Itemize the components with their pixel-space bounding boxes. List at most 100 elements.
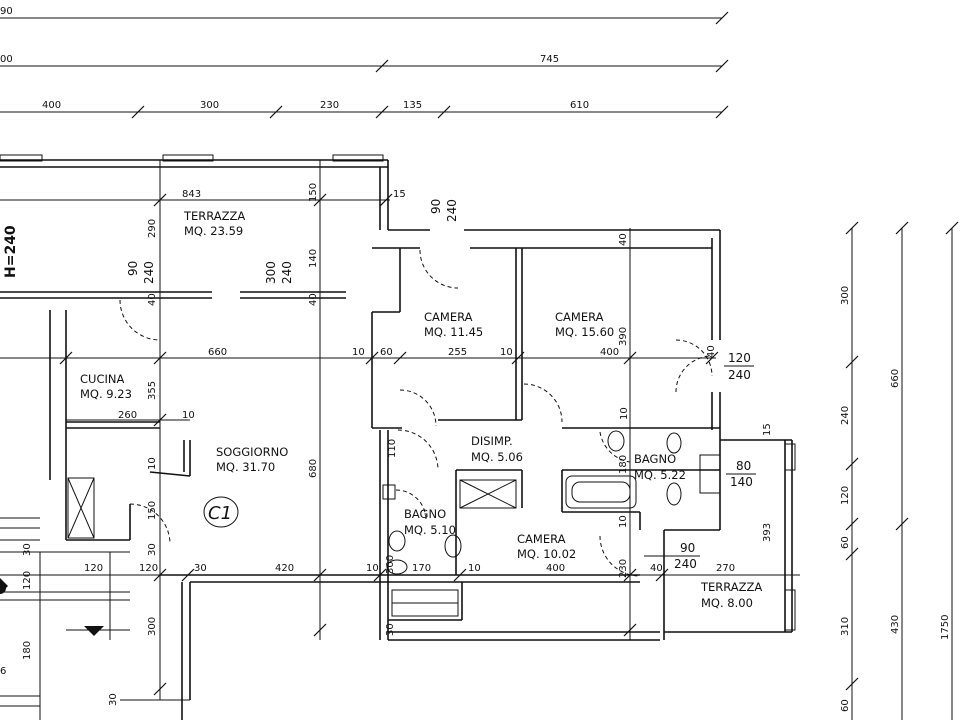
dim-150a: 150 (308, 183, 319, 202)
dim-150b: 150 (147, 501, 158, 520)
dim-10b: 10 (500, 347, 513, 358)
sink-icon (607, 430, 625, 452)
dim-30e: 30 (108, 693, 119, 706)
top-dimension-lines: 90 00 745 400 300 230 135 610 (0, 6, 729, 119)
dim-right-430: 430 (890, 615, 901, 634)
dim-top-row3-a: 400 (42, 100, 61, 111)
height-label: H=240 (3, 225, 19, 278)
internal-dimension-lines (0, 160, 800, 700)
dim-30d: 30 (385, 623, 396, 636)
dim-90c: 90 (680, 541, 695, 555)
dim-420: 420 (275, 563, 294, 574)
dim-10a: 10 (352, 347, 365, 358)
dim-400a: 400 (600, 347, 619, 358)
dim-300b: 300 (385, 555, 396, 574)
dim-260: 260 (118, 410, 137, 421)
room-camera-2-name: CAMERA (555, 310, 604, 324)
dim-40b: 40 (308, 293, 319, 306)
dim-10h: 10 (468, 563, 481, 574)
dim-top-row3-d: 135 (403, 100, 422, 111)
dim-355: 355 (147, 381, 158, 400)
dim-180: 180 (618, 455, 629, 474)
door-swings (119, 249, 713, 577)
dim-120b: 120 (84, 563, 103, 574)
sink-icon-2 (444, 534, 462, 558)
dim-top-row3-b: 300 (200, 100, 219, 111)
room-terrazza-2-area: MQ. 8.00 (701, 596, 753, 610)
fixtures (0, 430, 682, 636)
right-dimension-lines: 300 240 120 60 310 60 660 430 1750 (840, 221, 959, 720)
dim-170: 170 (412, 563, 431, 574)
dim-140b: 140 (730, 475, 753, 489)
dim-240-window: 240 (728, 368, 751, 382)
room-terrazza-name: TERRAZZA (183, 209, 245, 223)
dim-680: 680 (308, 459, 319, 478)
bathtub (565, 475, 637, 509)
dim-240b: 240 (280, 261, 294, 284)
dim-230: 230 (618, 559, 629, 578)
dim-30a: 30 (22, 543, 33, 556)
dim-80: 80 (736, 459, 751, 473)
toilet-icon (666, 482, 682, 506)
dim-30c: 30 (194, 563, 207, 574)
dim-290: 290 (147, 219, 158, 238)
lower-left-detail (0, 582, 40, 707)
dim-10d: 10 (619, 407, 630, 420)
room-bagno-2-name: BAGNO (404, 507, 446, 521)
room-camera-3-name: CAMERA (517, 532, 566, 546)
dim-10e: 10 (147, 457, 158, 470)
dim-40d: 40 (650, 563, 663, 574)
unit-label-text: C1 (208, 503, 232, 524)
dim-240c: 240 (142, 261, 156, 284)
dim-660: 660 (208, 347, 227, 358)
washer-icon (382, 484, 396, 500)
inner-dimension-labels: 843 15 90 240 290 150 140 40 300 240 90 … (0, 183, 773, 706)
dim-90b: 90 (126, 261, 140, 276)
dim-120-stair: 120 (22, 571, 33, 590)
walls (0, 159, 793, 720)
dim-10f: 10 (618, 515, 629, 528)
room-labels: TERRAZZA MQ. 23.59 CAMERA MQ. 11.45 CAME… (80, 209, 762, 610)
dim-right-660: 660 (890, 369, 901, 388)
dim-6: 6 (0, 666, 6, 677)
dim-240e: 240 (674, 557, 697, 571)
dim-top-row3-c: 230 (320, 100, 339, 111)
dim-right-240: 240 (840, 406, 851, 425)
dim-393: 393 (762, 523, 773, 542)
dim-top-row1: 90 (0, 6, 13, 17)
room-bagno-1-area: MQ. 5.22 (634, 468, 686, 482)
dim-843: 843 (182, 189, 201, 200)
bidet-icon (666, 432, 682, 454)
dim-140a: 140 (308, 249, 319, 268)
room-camera-3-area: MQ. 10.02 (517, 547, 576, 561)
dim-120c: 120 (139, 563, 158, 574)
dim-120-window: 120 (728, 351, 751, 365)
dim-10c: 10 (182, 410, 195, 421)
toilet-icon-2 (386, 559, 408, 575)
room-bagno-1-name: BAGNO (634, 452, 676, 466)
dim-top-row2-b: 745 (540, 54, 559, 65)
dim-40a: 40 (147, 293, 158, 306)
room-disimp-name: DISIMP. (471, 434, 513, 448)
kitchen-cabinet (67, 477, 95, 539)
bidet-icon-2 (388, 530, 406, 552)
dim-30b: 30 (147, 543, 158, 556)
dim-right-60b: 60 (840, 699, 851, 712)
dim-60: 60 (380, 347, 393, 358)
dim-top-row2-a: 00 (0, 54, 13, 65)
dim-180b: 180 (22, 641, 33, 660)
dim-right-120: 120 (840, 486, 851, 505)
dim-90a: 90 (429, 199, 443, 214)
room-terrazza-2-name: TERRAZZA (700, 580, 762, 594)
dim-15a: 15 (393, 189, 406, 200)
dim-40c: 40 (618, 233, 629, 246)
room-cucina-name: CUCINA (80, 372, 124, 386)
dim-400b: 400 (546, 563, 565, 574)
unit-label: C1 (203, 496, 239, 528)
dim-240a: 240 (445, 199, 459, 222)
room-cucina-area: MQ. 9.23 (80, 387, 132, 401)
room-soggiorno-area: MQ. 31.70 (216, 460, 275, 474)
dim-right-1750: 1750 (940, 615, 951, 640)
dim-right-60: 60 (840, 536, 851, 549)
room-terrazza-area: MQ. 23.59 (184, 224, 243, 238)
